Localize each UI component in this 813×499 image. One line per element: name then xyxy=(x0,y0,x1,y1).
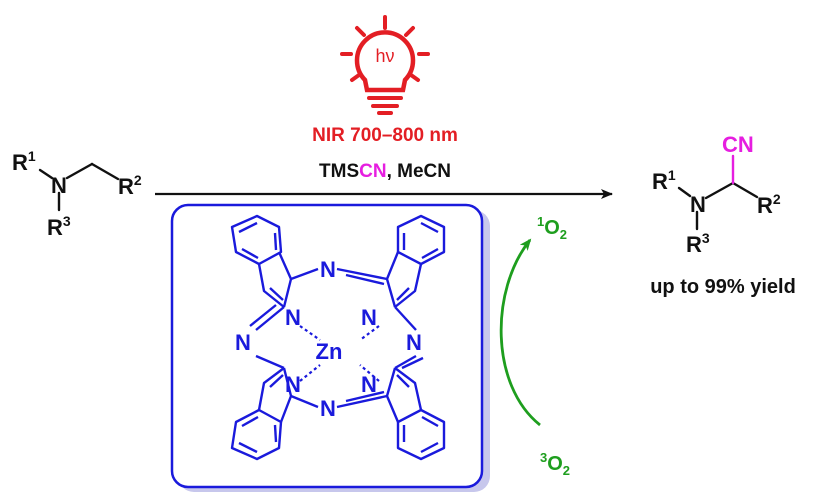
catalyst-box xyxy=(170,203,484,489)
lightbulb-icon xyxy=(340,15,430,115)
reagent-suffix: , MeCN xyxy=(387,161,451,182)
pc-n-right: N xyxy=(406,330,422,355)
pc-n-inner-ll: N xyxy=(285,372,301,397)
reactant-r1: R1 xyxy=(12,148,36,175)
product-n-atom: N xyxy=(690,192,706,217)
yield-label: up to 99% yield xyxy=(650,276,796,298)
pc-n-left: N xyxy=(235,330,251,355)
reactant-structure: R1 N R2 R3 xyxy=(12,148,142,240)
pc-n-top: N xyxy=(320,257,336,282)
reagent-cn: CN xyxy=(359,161,386,182)
pc-zn-center: Zn xyxy=(316,339,343,364)
reagent-prefix: TMS xyxy=(319,161,359,182)
product-structure: CN R1 N R2 R3 xyxy=(652,132,781,257)
reagent-label: TMSCN, MeCN xyxy=(319,161,451,182)
singlet-oxygen-label: 1O2 xyxy=(537,214,567,242)
product-r1: R1 xyxy=(652,167,676,194)
pc-n-bottom: N xyxy=(320,396,336,421)
zinc-phthalocyanine-structure xyxy=(230,214,446,461)
reactant-r3: R3 xyxy=(47,213,71,240)
reactant-n-atom: N xyxy=(51,173,67,198)
product-cn: CN xyxy=(722,132,754,157)
light-symbol: hν xyxy=(375,46,394,66)
pc-n-inner-lr: N xyxy=(361,372,377,397)
reactant-r2: R2 xyxy=(118,172,142,199)
product-r3: R3 xyxy=(686,230,710,257)
product-r2: R2 xyxy=(757,191,781,218)
pc-n-inner-ur: N xyxy=(361,305,377,330)
triplet-oxygen-label: 3O2 xyxy=(540,450,570,478)
light-source-label: NIR 700–800 nm xyxy=(312,125,458,146)
pc-n-inner-ul: N xyxy=(285,305,301,330)
oxygen-arrow xyxy=(499,238,541,427)
